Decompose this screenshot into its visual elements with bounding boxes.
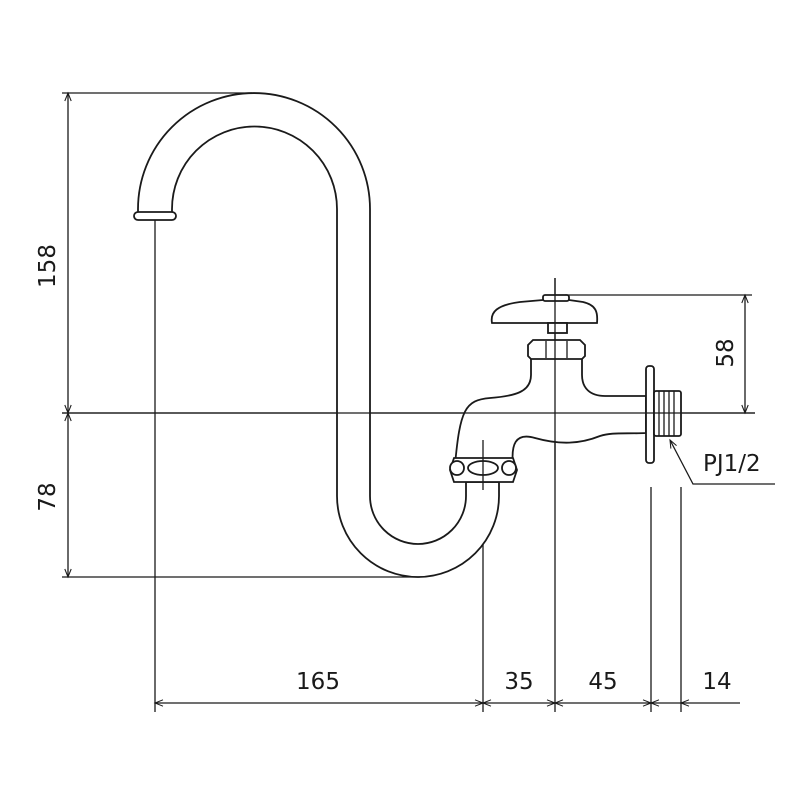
dim-165: 165 [296,669,340,695]
dim-78: 78 [35,482,61,511]
spout-tip [133,211,177,221]
faucet-body [449,294,682,483]
thread-label: PJ1/2 [703,451,761,477]
stem [547,322,568,334]
dim-58: 58 [713,338,739,367]
s-spout [133,92,500,578]
thread-leader-line [669,438,775,485]
dim-35: 35 [504,669,533,695]
wall-flange [645,365,655,464]
dim-14: 14 [702,669,731,695]
dim-45: 45 [588,669,617,695]
hex-nut [527,339,586,360]
handle-cap [542,294,570,302]
dim-158: 158 [35,244,61,288]
handle [490,299,599,324]
dimension-lines [64,91,775,707]
